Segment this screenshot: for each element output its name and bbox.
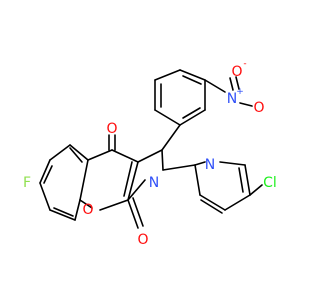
bond-12 [235,76,240,90]
bond-7 [182,75,202,85]
bond-6 [154,69,181,81]
bond-45 [200,199,223,214]
bond-25 [99,199,129,211]
bond-17 [127,179,146,201]
atom-o-ketone: O [106,121,117,137]
atom-o-nitro-bottom: O [253,100,264,116]
bond-37 [69,147,83,163]
bond-13 [239,102,253,107]
bond-46 [238,167,244,193]
bond-33 [49,209,76,221]
bond-40 [194,164,201,196]
atom-chlorine: Cl [263,175,277,191]
bond-31 [39,159,51,184]
bond-23 [79,159,89,201]
atom-o-nitro-top: O [231,64,242,80]
atom-n-nitro: N [227,91,237,107]
bond-20 [123,161,133,197]
atom-o-nitro-top-charge: - [243,59,246,69]
bond-47 [249,184,263,196]
bond-39 [194,161,206,166]
bond-34 [74,199,81,221]
atom-label-layer: O - N + O F O N N Cl O O [23,59,277,248]
bond-1 [179,69,206,81]
bond-10 [204,79,226,93]
atom-n-pyridine: N [205,157,215,173]
bond-16 [161,149,164,171]
bond-29 [132,197,144,227]
bond-18 [111,149,139,163]
bond-21 [87,149,113,161]
bond-35 [43,165,53,184]
bond-11 [229,77,234,91]
bond-15 [137,149,163,163]
bond-32 [39,182,51,211]
bond-4 [154,109,181,126]
atom-o-lactam: O [137,232,148,248]
bond-28 [127,199,139,229]
bond-3 [179,109,206,126]
bond-43 [244,164,251,196]
bond-14 [161,124,181,151]
atom-n-nitro-charge: + [236,87,244,97]
atom-fluorine: F [23,175,31,191]
bond-41 [199,194,226,211]
bond-8 [182,107,201,119]
atom-o-pyran: O [82,202,93,218]
bond-38 [162,164,196,171]
bond-22 [69,144,89,161]
molecule-structure: O - N + O F O N N Cl O O [23,59,277,248]
bond-36 [53,207,74,217]
bond-42 [224,194,251,211]
bond-24 [79,199,93,209]
bond-30 [49,144,71,161]
bond-19 [127,161,139,201]
atom-n-lactam: N [149,175,159,191]
bond-44 [219,161,246,166]
bond-layer [39,69,263,229]
